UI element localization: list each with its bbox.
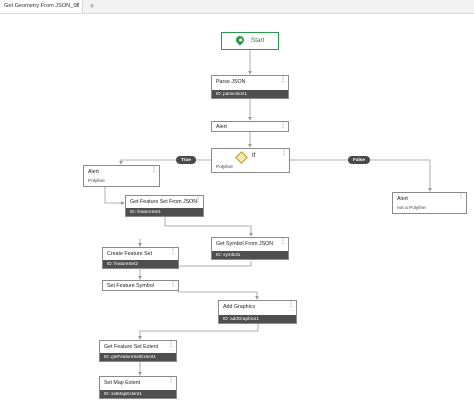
wire-if-true	[119, 159, 211, 165]
node-condition: Polyline	[216, 165, 233, 170]
node-id-bar: ID: setMapExtent1	[100, 390, 176, 398]
node-message: not a Polyline	[397, 206, 426, 211]
node-menu-icon[interactable]: ⋮	[288, 302, 294, 308]
node-menu-icon[interactable]: ⋮	[151, 167, 157, 173]
node-get-feature-set[interactable]: Get Feature Set From JSON ⋮ ID: featureS…	[125, 195, 204, 217]
wire-if-false	[290, 159, 432, 192]
node-alert-false[interactable]: Alert not a Polyline ⋮	[392, 192, 467, 214]
node-menu-icon[interactable]: ⋮	[195, 197, 201, 203]
node-menu-icon[interactable]: ⋮	[168, 378, 174, 384]
node-get-symbol[interactable]: Get Symbol From JSON ⋮ ID: symbol1	[211, 237, 289, 260]
workflow-canvas[interactable]: Start Parse JSON ⋮ ID: parseJson1 Alert …	[0, 14, 474, 401]
node-title: Alert	[216, 124, 227, 130]
node-menu-icon[interactable]: ⋮	[280, 77, 286, 83]
node-id-bar: ID: parseJson1	[212, 90, 288, 98]
node-menu-icon[interactable]: ⋮	[170, 282, 176, 288]
node-alert-top[interactable]: Alert ⋮	[211, 121, 289, 132]
node-parse-json[interactable]: Parse JSON ⋮ ID: parseJson1	[211, 75, 289, 99]
tab-bar: Get Geometry From JSON_02 × +	[0, 0, 474, 14]
node-set-map-extent[interactable]: Set Map Extent ⋮ ID: setMapExtent1	[99, 376, 177, 399]
node-menu-icon[interactable]: ⋮	[168, 342, 174, 348]
node-title: Get Feature Set Extent	[104, 344, 159, 350]
node-title: Get Feature Set From JSON	[130, 199, 198, 205]
node-get-feature-set-extent[interactable]: Get Feature Set Extent ⋮ ID: getFeatureS…	[99, 340, 177, 362]
node-menu-icon[interactable]: ⋮	[280, 239, 286, 245]
node-menu-icon[interactable]: ⋮	[281, 150, 287, 156]
tab-title: Get Geometry From JSON_02	[4, 3, 80, 9]
node-menu-icon[interactable]: ⋮	[170, 249, 176, 255]
node-title: If	[252, 153, 256, 159]
node-menu-icon[interactable]: ⋮	[458, 194, 464, 200]
node-title: Create Feature Set	[107, 251, 153, 257]
close-icon[interactable]: ×	[75, 3, 79, 9]
start-node[interactable]: Start	[221, 32, 279, 50]
node-id-bar: ID: featureSet1	[126, 208, 203, 216]
condition-diamond-icon	[235, 151, 248, 164]
wire-addg-extent	[138, 324, 259, 340]
node-if[interactable]: If Polyline ⋮	[211, 148, 290, 173]
branch-true-badge: True	[176, 156, 196, 164]
node-title: Set Map Extent	[104, 380, 141, 386]
node-id-bar: ID: getFeatureSetExtent1	[100, 353, 176, 361]
node-title: Set Feature Symbol	[107, 283, 154, 289]
node-title: Alert	[397, 196, 408, 202]
node-message: Polyline	[88, 179, 105, 184]
location-pin-icon	[234, 34, 246, 46]
add-tab-icon[interactable]: +	[89, 1, 95, 11]
node-add-graphics[interactable]: Add Graphics ⋮ ID: addGraphics1	[218, 300, 297, 324]
node-alert-true[interactable]: Alert Polyline ⋮	[83, 165, 160, 187]
node-create-feature-set[interactable]: Create Feature Set ⋮ ID: featureSet2	[102, 247, 179, 269]
node-menu-icon[interactable]: ⋮	[280, 123, 286, 129]
node-id-bar: ID: featureSet2	[103, 260, 178, 268]
node-title: Alert	[88, 169, 99, 175]
node-set-feature-symbol[interactable]: Set Feature Symbol ⋮	[102, 280, 179, 291]
branch-false-badge: False	[348, 156, 370, 164]
node-title: Parse JSON	[216, 79, 246, 85]
start-label: Start	[251, 37, 265, 44]
wire-getfs-symbol	[164, 216, 253, 237]
node-title: Get Symbol From JSON	[216, 241, 274, 247]
tab-get-geometry[interactable]: Get Geometry From JSON_02 ×	[0, 0, 83, 13]
node-id-bar: ID: symbol1	[212, 251, 288, 259]
wire-setsym-addg	[177, 284, 259, 300]
node-id-bar: ID: addGraphics1	[219, 315, 296, 323]
node-title: Add Graphics	[223, 304, 256, 310]
